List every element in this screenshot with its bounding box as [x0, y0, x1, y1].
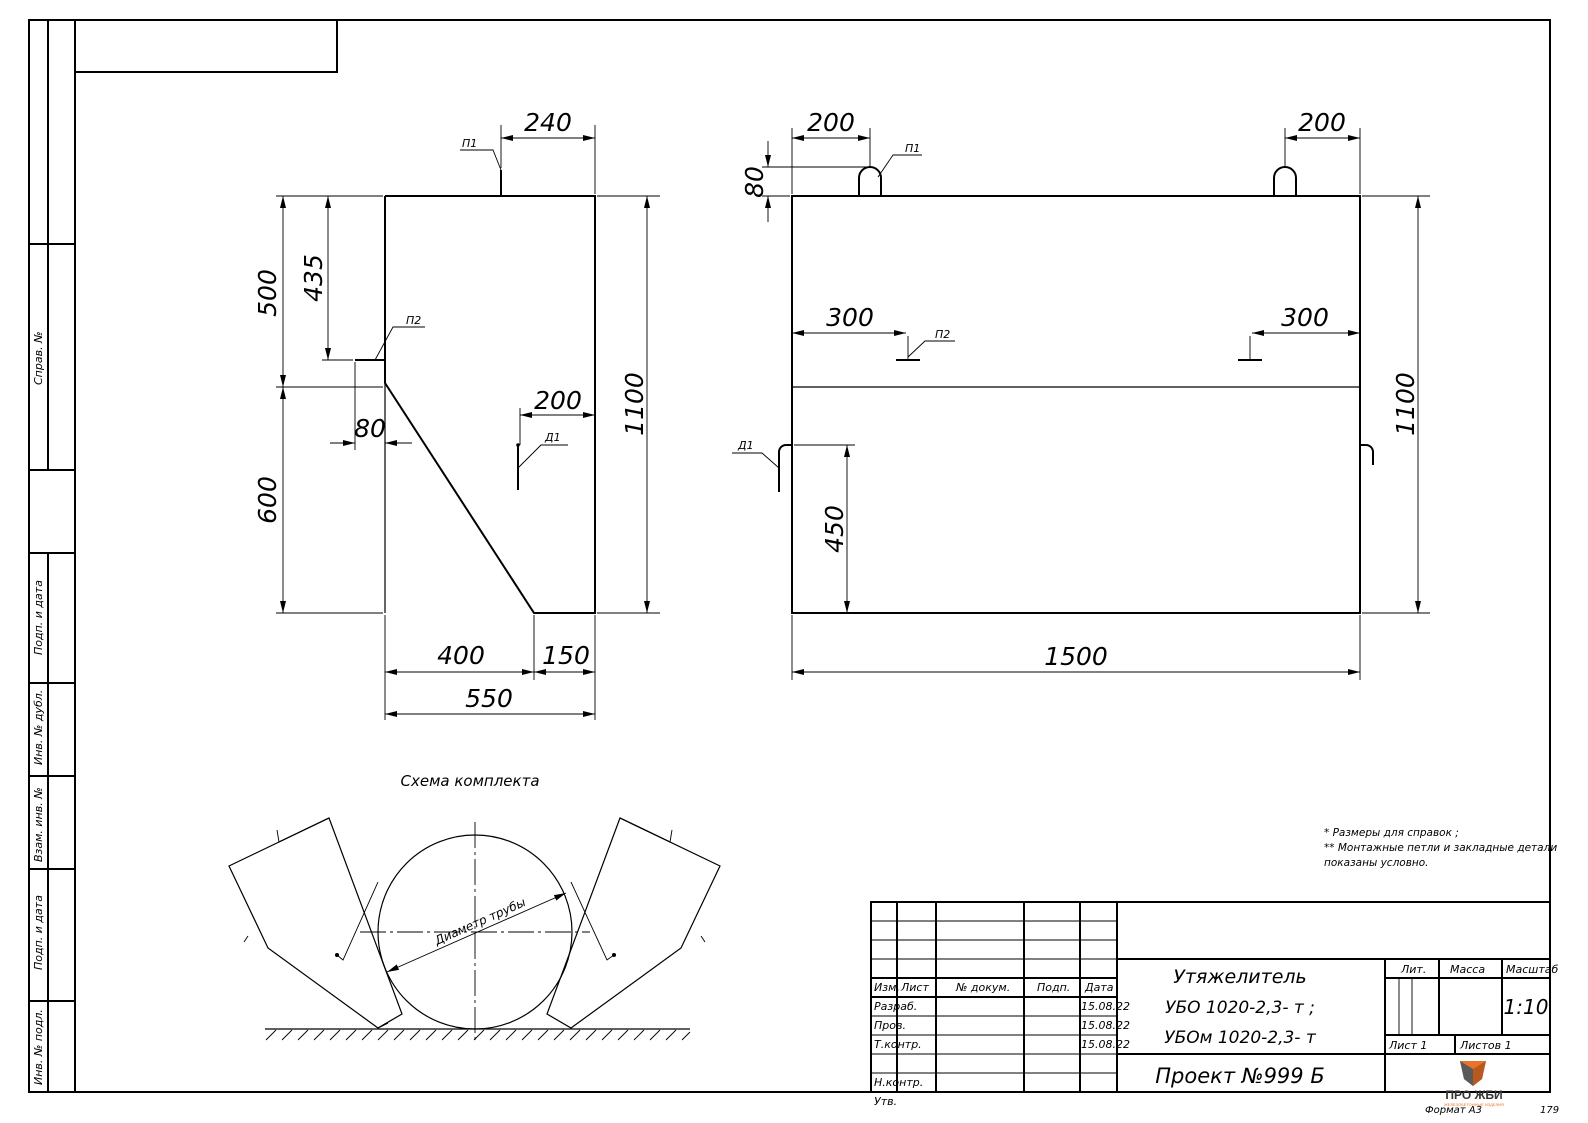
tb-row-role: Т.контр.: [874, 1038, 922, 1051]
side-dim-1100: 1100: [620, 372, 649, 436]
tb-header-doc-no: № докум.: [955, 981, 1010, 994]
notes: * Размеры для справок ; ** Монтажные пет…: [1324, 827, 1557, 869]
tb-lit-label: Лит.: [1400, 963, 1426, 976]
note-line-2: ** Монтажные петли и закладные детали: [1324, 842, 1557, 854]
tb-name-line-1: Утяжелитель: [1173, 966, 1306, 988]
company-logo: ПРО ЖБИ ЖЕЛЕЗОБЕТОННЫЕ ИЗДЕЛИЯ: [1444, 1061, 1504, 1107]
front-label-p1: П1: [905, 142, 920, 155]
side-label-inv-dubl: Инв. № дубл.: [32, 690, 45, 765]
note-line-1: * Размеры для справок ;: [1324, 827, 1459, 839]
top-left-stamp-box: [74, 19, 338, 73]
tb-project: Проект №999 Б: [1155, 1064, 1325, 1088]
scheme-weight-left: [228, 817, 403, 1029]
side-label-p2: П2: [406, 314, 421, 327]
tb-name-line-2: УБО 1020-2,3- т ;: [1165, 998, 1315, 1018]
ground-hatch: [265, 1029, 691, 1041]
tb-row-role: Разраб.: [874, 1000, 917, 1013]
front-view: П1 П2 Д1 200 200 80 300 300: [732, 108, 1430, 680]
front-loop-left: [858, 166, 882, 196]
dim-150: 150: [542, 641, 590, 670]
side-view: П1 П2 Д1 240 1100 500 600 435: [253, 108, 660, 720]
scheme-weight-right: [546, 817, 721, 1029]
dim-500: 500: [253, 269, 282, 317]
tb-sheet-label: Лист 1: [1388, 1039, 1427, 1052]
tb-page-no: 179: [1540, 1105, 1559, 1116]
dim-600: 600: [253, 476, 282, 524]
tb-header-list: Лист: [900, 981, 929, 994]
side-label-d1: Д1: [544, 431, 561, 444]
side-label-podp-data-1: Подп. и дата: [32, 580, 45, 655]
side-label-sprav: Справ. №: [32, 331, 45, 385]
front-dim-200-left: 200: [807, 108, 855, 137]
side-label-vzam-inv: Взам. инв. №: [32, 787, 45, 862]
note-line-3: показаны условно.: [1324, 857, 1429, 869]
side-dim-200: 200: [534, 386, 582, 415]
tb-name-line-3: УБОм 1020-2,3- т: [1164, 1028, 1317, 1048]
tb-row-date: 15.08.22: [1081, 1019, 1130, 1032]
front-view-outline: [791, 195, 1361, 614]
tb-scale-label: Масштаб: [1506, 963, 1558, 976]
front-label-d1: Д1: [737, 439, 754, 452]
side-dim-80: 80: [354, 414, 386, 443]
dim-240: 240: [524, 108, 572, 137]
dim-400: 400: [437, 641, 485, 670]
side-view-outline: [384, 195, 596, 614]
sheet-frame: [28, 19, 1551, 1093]
logo-subtext: ЖЕЛЕЗОБЕТОННЫЕ ИЗДЕЛИЯ: [1444, 1102, 1504, 1107]
front-dim-300-left: 300: [826, 303, 874, 332]
tb-row-date: 15.08.22: [1081, 1000, 1130, 1013]
title-block: Изм. Лист № докум. Подп. Дата Разраб. 15…: [870, 901, 1559, 1116]
kit-scheme: Схема комплекта Диаметр трубы: [228, 772, 721, 1042]
front-hook-right: [1360, 444, 1374, 465]
tb-format: Формат А3: [1425, 1105, 1482, 1116]
tb-sheets-label: Листов 1: [1459, 1039, 1512, 1052]
front-dim-300-right: 300: [1281, 303, 1329, 332]
pipe-diameter-label: Диаметр трубы: [432, 895, 528, 948]
dim-550: 550: [465, 684, 513, 713]
front-dim-200-right: 200: [1298, 108, 1346, 137]
front-hook-left: [778, 444, 792, 492]
tb-header-izm: Изм.: [874, 981, 900, 994]
tb-mass-label: Масса: [1450, 963, 1485, 976]
tb-header-podp: Подп.: [1037, 981, 1070, 994]
tb-scale-value: 1:10: [1504, 995, 1549, 1019]
front-dim-1500: 1500: [1044, 642, 1108, 671]
logo-text: ПРО ЖБИ: [1445, 1088, 1502, 1102]
front-dim-80: 80: [740, 166, 769, 198]
tb-row-role: Н.контр.: [874, 1076, 923, 1089]
front-label-p2: П2: [935, 328, 950, 341]
front-dim-450: 450: [820, 505, 849, 553]
side-strip-labels: Справ. № Подп. и дата Инв. № дубл. Взам.…: [32, 331, 45, 1085]
dim-435: 435: [299, 254, 328, 302]
front-dim-1100: 1100: [1391, 372, 1420, 436]
side-label-podp-data-2: Подп. и дата: [32, 895, 45, 970]
scheme-title: Схема комплекта: [400, 772, 539, 790]
side-label-inv-podl: Инв. № подл.: [32, 1009, 45, 1085]
tb-row-role: Утв.: [874, 1095, 897, 1108]
side-label-p1: П1: [462, 137, 477, 150]
tb-row-date: 15.08.22: [1081, 1038, 1130, 1051]
front-loop-right: [1273, 166, 1297, 196]
tb-row-role: Пров.: [874, 1019, 906, 1032]
tb-header-data: Дата: [1084, 981, 1114, 994]
